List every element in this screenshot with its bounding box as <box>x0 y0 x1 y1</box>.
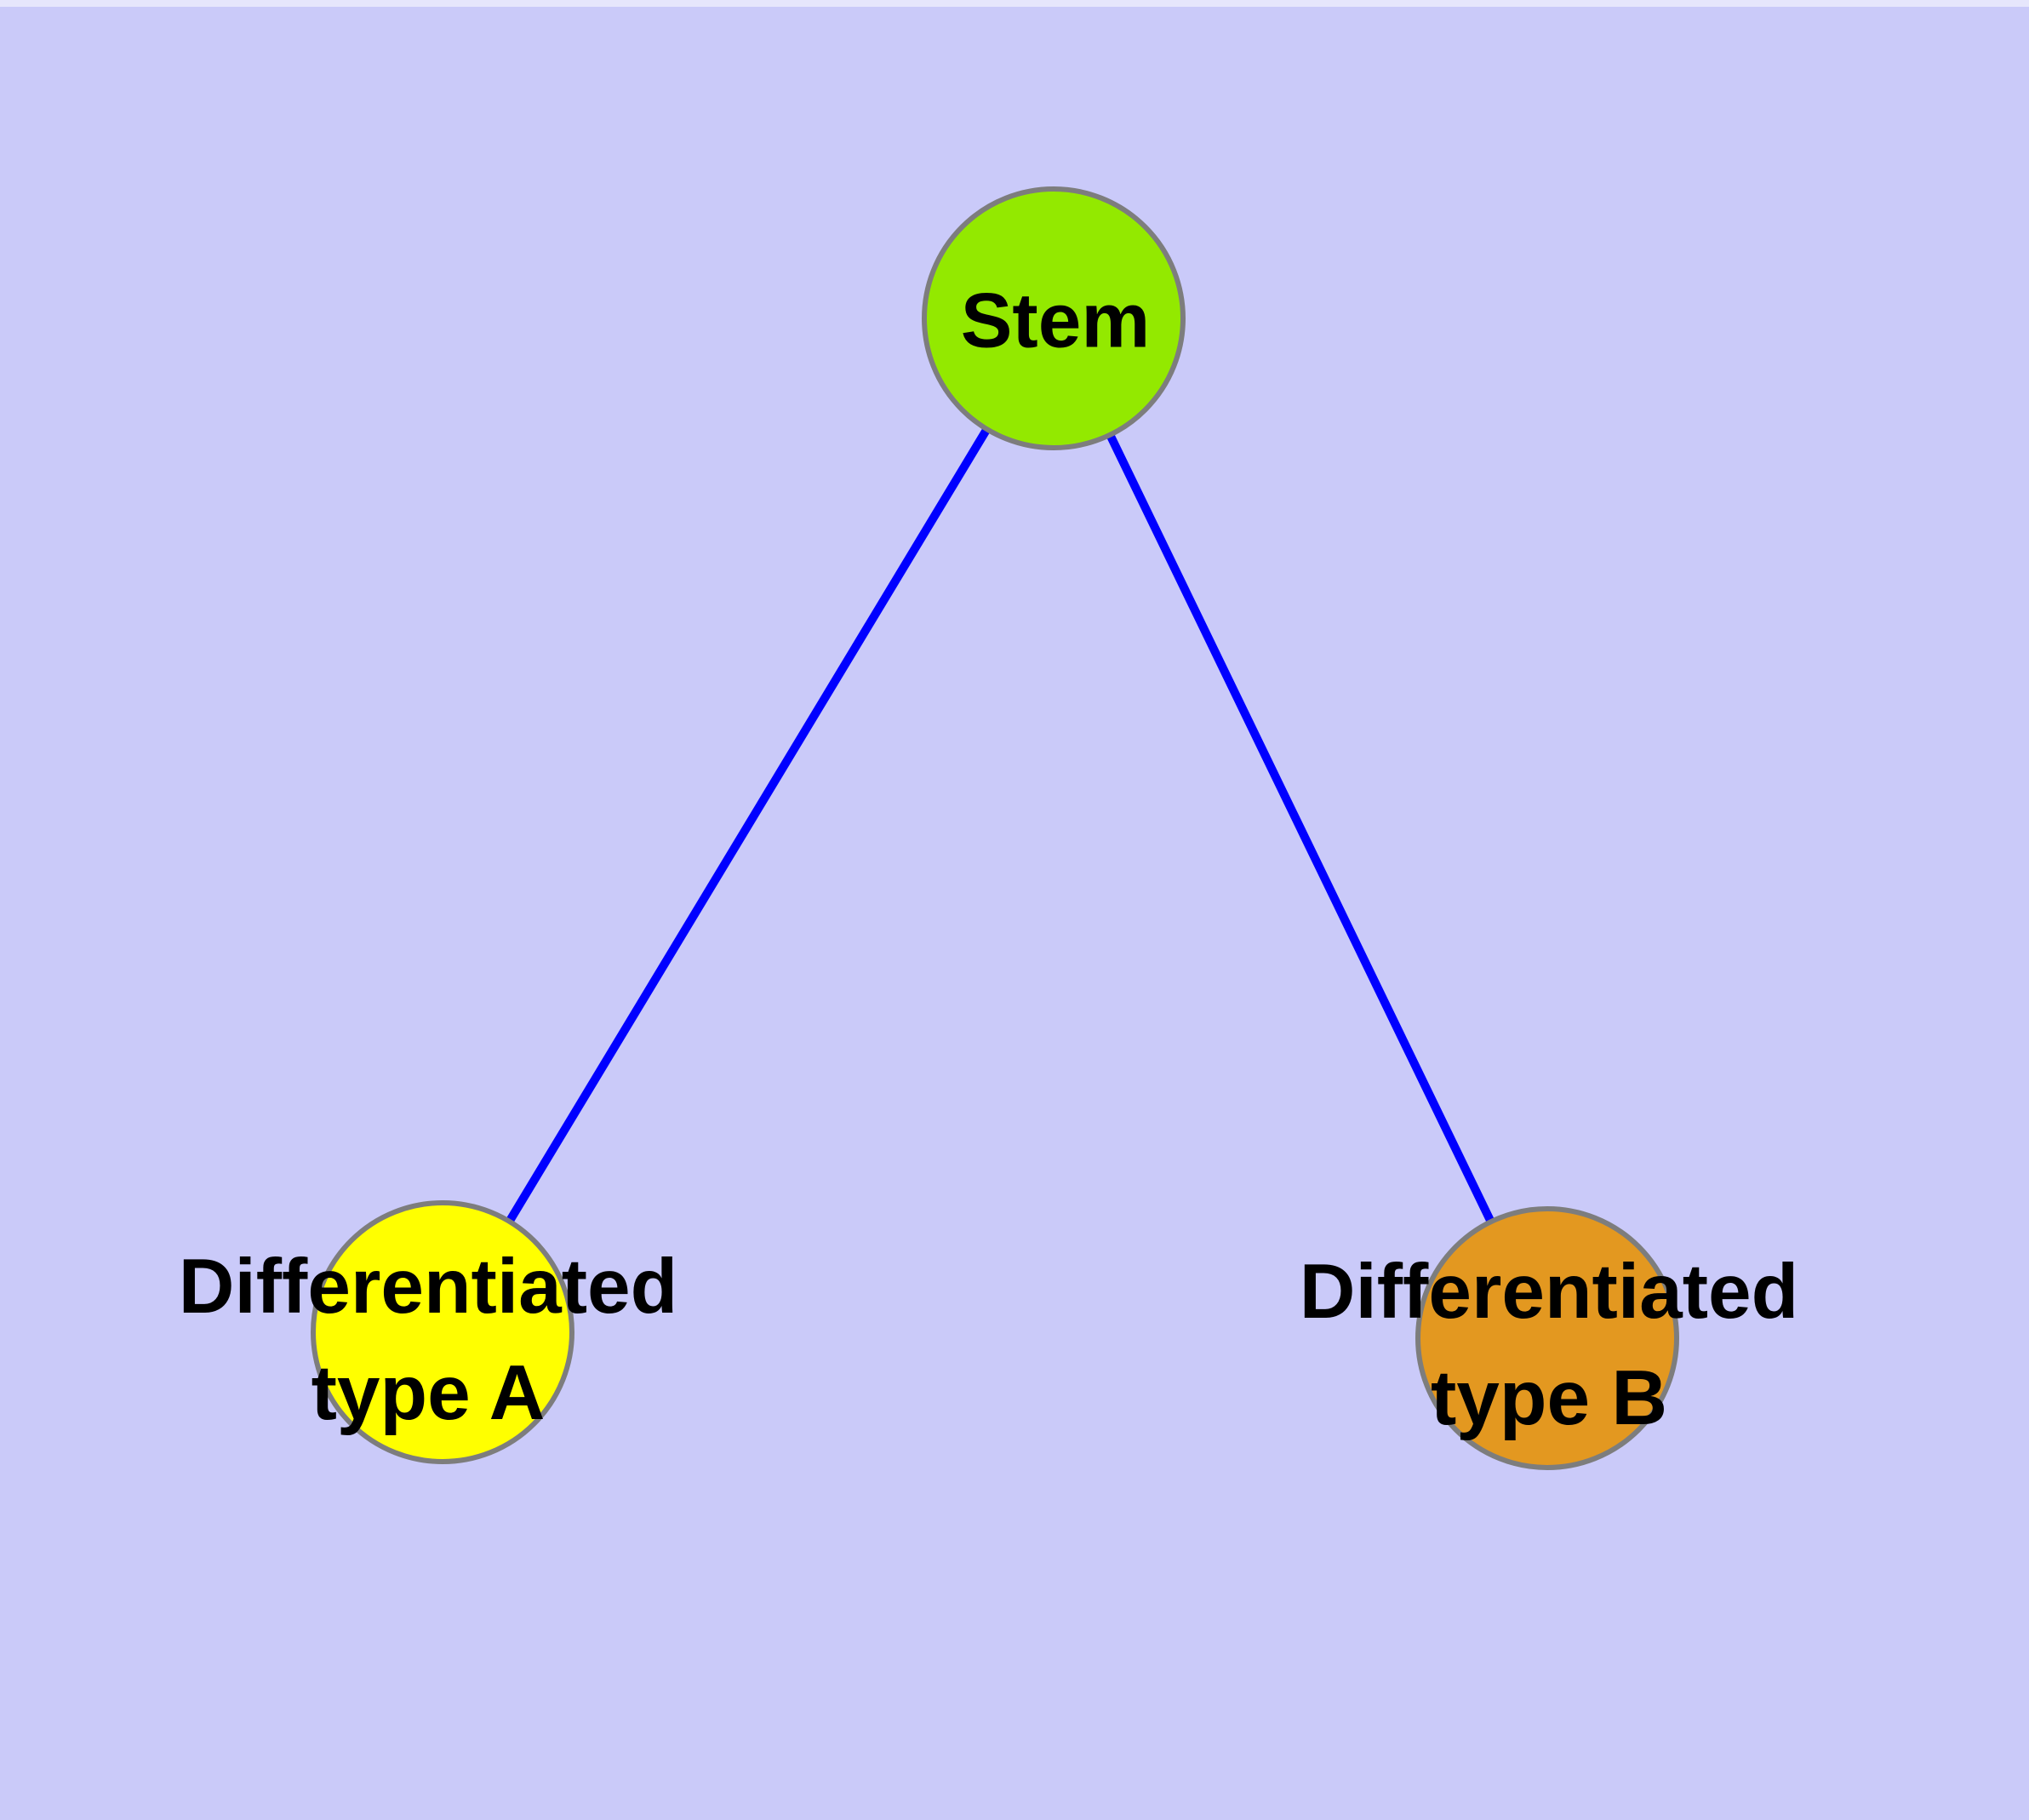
stem-node-circle <box>922 186 1186 450</box>
type-b-label-line-2: type B <box>1430 1355 1668 1441</box>
type-b-node-circle <box>1415 1206 1679 1470</box>
type-b-label-line-1: Differentiated <box>1299 1249 1799 1335</box>
type-b-node-label: Differentiated type B <box>1300 1239 1799 1451</box>
type-a-node-label: Differentiated type A <box>179 1233 678 1446</box>
type-a-node-circle <box>311 1200 574 1464</box>
type-a-label-line-2: type A <box>311 1350 546 1436</box>
stem-node-label: Stem <box>961 268 1151 375</box>
edge-stem-to-type-a <box>438 316 1058 1335</box>
stem-label-line: Stem <box>960 278 1151 364</box>
type-a-label-line-1: Differentiated <box>178 1244 678 1330</box>
edge-stem-to-type-b <box>1049 316 1552 1341</box>
top-edge-band <box>0 0 2029 7</box>
